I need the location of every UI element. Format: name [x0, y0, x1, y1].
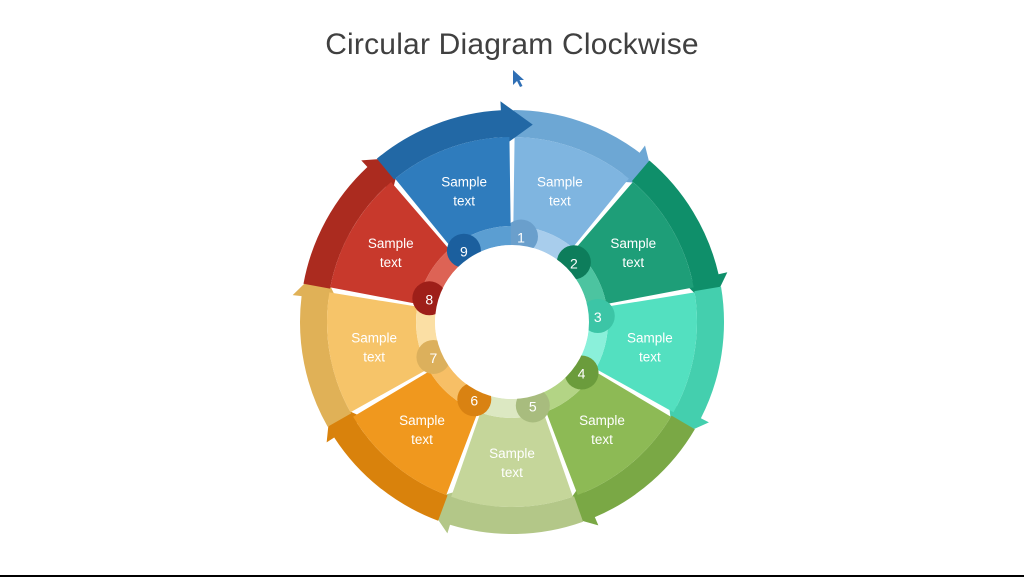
- segment-label-line1-2: Sample: [610, 236, 656, 251]
- page-title: Circular Diagram Clockwise: [325, 28, 699, 61]
- segment-wedge-3[interactable]: [595, 292, 698, 413]
- step-number-label-9: 9: [460, 244, 468, 260]
- segment-label-line1-4: Sample: [579, 413, 625, 428]
- segment-arrow-9: [376, 101, 533, 180]
- diagram-segment-2[interactable]: Sample text 2: [556, 160, 728, 309]
- segment-label-2: Sample text: [610, 236, 656, 270]
- segment-label-line2-1: text: [549, 193, 571, 208]
- segment-arrow-2: [631, 160, 728, 309]
- segment-label-line2-5: text: [501, 465, 523, 480]
- diagram-segment-9[interactable]: Sample text 9: [376, 101, 533, 268]
- diagram-hub: [435, 245, 589, 399]
- segment-wedge-5[interactable]: [451, 412, 573, 508]
- step-number-label-3: 3: [594, 309, 602, 325]
- segment-label-line2-4: text: [591, 432, 613, 447]
- diagram-segment-3[interactable]: Sample text 3: [579, 286, 725, 439]
- segment-arrow-1: [513, 110, 655, 185]
- segment-wedge-6[interactable]: [353, 371, 478, 495]
- step-number-label-1: 1: [517, 229, 525, 245]
- segment-label-9: Sample text: [441, 174, 487, 208]
- segment-label-line1-8: Sample: [368, 236, 414, 251]
- segment-arrow-8: [303, 157, 402, 289]
- segment-label-line2-6: text: [411, 432, 433, 447]
- segment-label-3: Sample text: [627, 330, 673, 364]
- segment-wedge-7[interactable]: [327, 292, 429, 413]
- segment-label-line1-1: Sample: [537, 174, 583, 189]
- diagram-segment-1[interactable]: Sample text 1: [503, 110, 655, 263]
- segment-label-line2-7: text: [363, 349, 385, 364]
- segment-label-line2-9: text: [453, 193, 475, 208]
- step-number-label-6: 6: [470, 392, 478, 408]
- segment-arrow-3: [668, 286, 725, 439]
- diagram-segment-4[interactable]: Sample text 4: [539, 355, 695, 526]
- segment-label-line1-6: Sample: [399, 413, 445, 428]
- segment-label-8: Sample text: [368, 236, 414, 270]
- segment-label-7: Sample text: [351, 330, 397, 364]
- cursor-layer: [513, 70, 524, 87]
- segment-label-line2-2: text: [622, 255, 644, 270]
- segment-wedge-9[interactable]: [395, 137, 511, 248]
- step-number-label-7: 7: [430, 350, 438, 366]
- step-number-label-8: 8: [425, 291, 433, 307]
- segment-label-line2-3: text: [639, 349, 661, 364]
- segment-wedge-4[interactable]: [546, 371, 671, 495]
- segment-label-line1-5: Sample: [489, 446, 535, 461]
- segment-label-4: Sample text: [579, 413, 625, 447]
- step-number-label-5: 5: [529, 398, 537, 414]
- diagram-segment-5[interactable]: Sample text 5: [424, 388, 584, 534]
- segment-arrow-6: [326, 402, 448, 521]
- segment-label-line1-9: Sample: [441, 174, 487, 189]
- step-number-label-2: 2: [570, 255, 578, 271]
- segment-label-6: Sample text: [399, 413, 445, 447]
- diagram-segment-6[interactable]: Sample text 6: [326, 361, 492, 521]
- segment-label-1: Sample text: [537, 174, 583, 208]
- segment-label-line2-8: text: [380, 255, 402, 270]
- segment-wedge-2[interactable]: [574, 181, 694, 305]
- mouse-pointer-icon: [513, 70, 524, 87]
- diagram-segment-7[interactable]: Sample text 7: [292, 267, 451, 427]
- step-number-circle-3[interactable]: [580, 299, 615, 334]
- segment-arrow-5: [424, 490, 584, 534]
- segment-label-line1-3: Sample: [627, 330, 673, 345]
- step-number-circle-1[interactable]: [503, 219, 538, 254]
- step-number-label-4: 4: [578, 366, 586, 382]
- segment-wedge-8[interactable]: [330, 181, 450, 305]
- segment-label-5: Sample text: [489, 446, 535, 480]
- segment-arrow-4: [560, 415, 695, 526]
- segment-arrow-7: [292, 267, 352, 427]
- segment-wedge-1[interactable]: [513, 137, 629, 248]
- diagram-segment-8[interactable]: Sample text 8: [303, 157, 462, 316]
- segment-label-line1-7: Sample: [351, 330, 397, 345]
